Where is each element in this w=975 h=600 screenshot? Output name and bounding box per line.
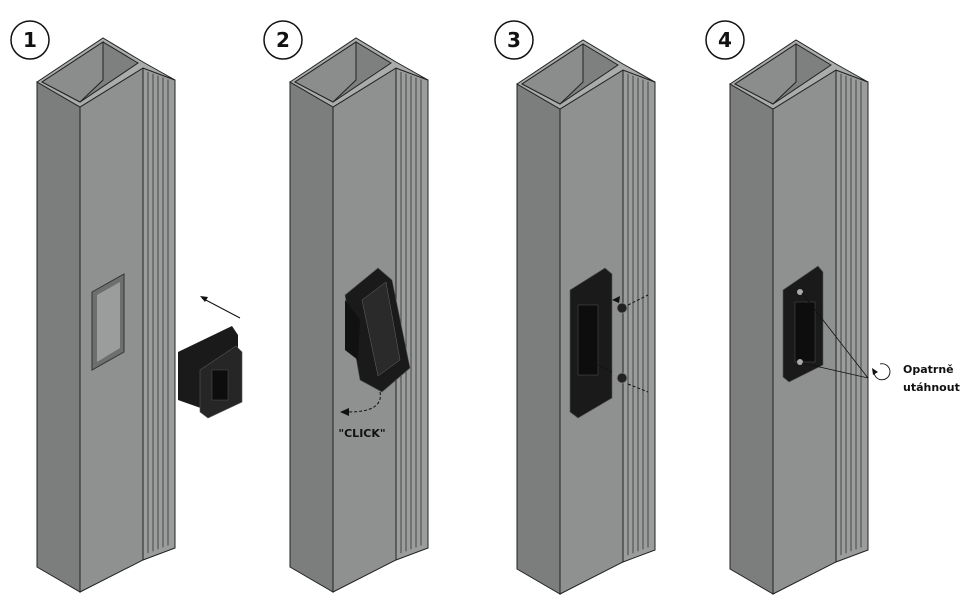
step-1-bracket bbox=[178, 326, 243, 419]
step-3-bracket bbox=[569, 267, 613, 419]
click-label: "CLICK" bbox=[338, 427, 385, 440]
post-inner-wall bbox=[41, 41, 104, 103]
step-1-badge: 1 bbox=[10, 20, 50, 60]
step-3-badge: 3 bbox=[494, 20, 534, 60]
step-2-bracket bbox=[344, 267, 411, 393]
step-number: 4 bbox=[718, 28, 732, 52]
post-left-face bbox=[516, 83, 561, 595]
step-2-badge: 2 bbox=[263, 20, 303, 60]
insert-direction-arrow bbox=[200, 296, 241, 319]
step-number: 1 bbox=[23, 28, 37, 52]
tighten-label-line2: utáhnout bbox=[903, 381, 960, 394]
post-inner-wall bbox=[734, 43, 797, 105]
tighten-label-line1: Opatrně bbox=[903, 363, 954, 376]
screw-top bbox=[612, 294, 649, 314]
post-inner-wall bbox=[521, 43, 584, 105]
post-left-face bbox=[36, 81, 81, 593]
step-4-badge: 4 bbox=[705, 20, 745, 60]
rotate-icon bbox=[872, 363, 891, 381]
screw-bottom bbox=[597, 364, 649, 393]
post-left-face bbox=[289, 81, 334, 593]
step-1-cutout bbox=[91, 273, 125, 371]
step-number: 2 bbox=[276, 28, 290, 52]
post-1 bbox=[36, 37, 176, 593]
tighten-leader-lines bbox=[801, 292, 869, 379]
step-4-bracket bbox=[782, 265, 824, 383]
post-left-face bbox=[729, 83, 774, 595]
step-number: 3 bbox=[507, 28, 521, 52]
click-arrow bbox=[340, 391, 381, 416]
post-inner-wall bbox=[294, 41, 357, 103]
